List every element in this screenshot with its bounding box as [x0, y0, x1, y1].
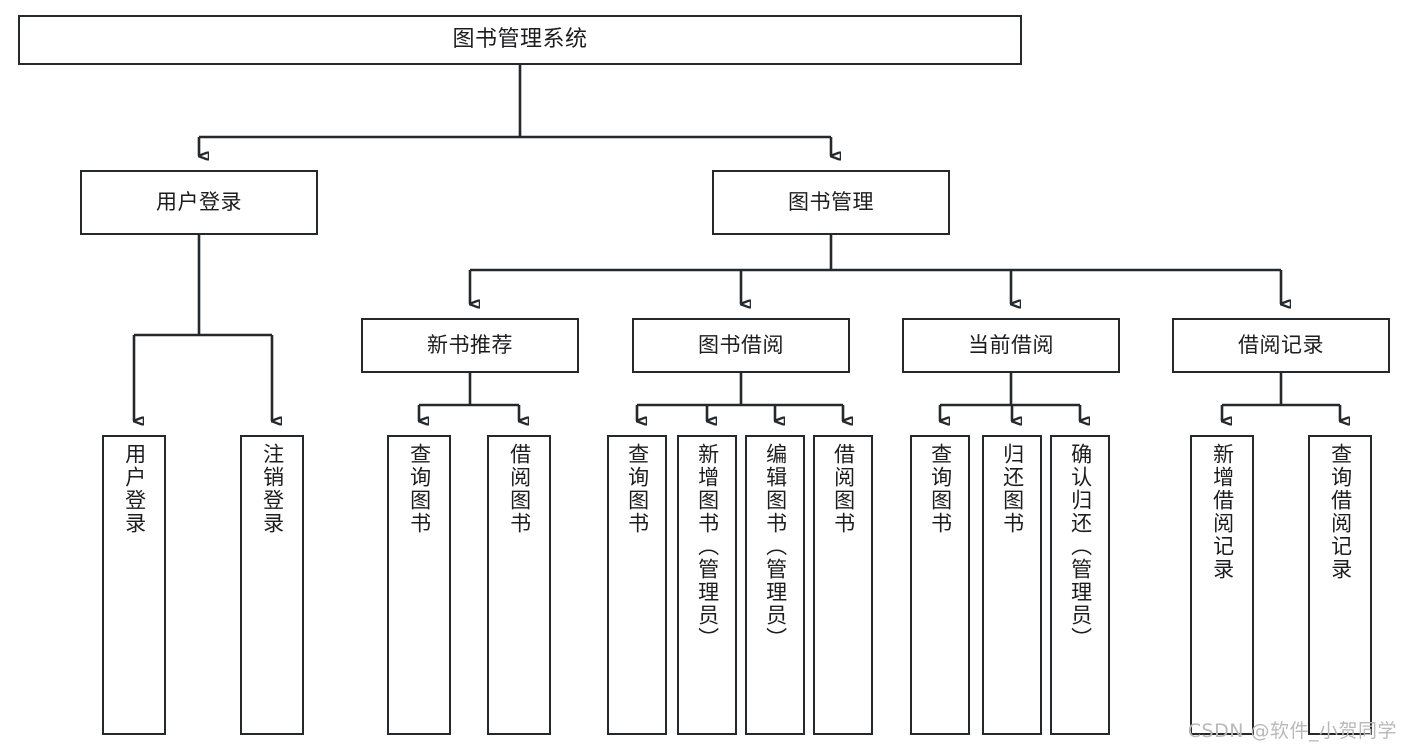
leaf-borrow-book-new-recommendation[interactable]: 借阅图书 [487, 435, 551, 735]
node-label: 新书推荐 [427, 332, 513, 357]
node-label: 当前借阅 [968, 332, 1054, 357]
leaf-return-book[interactable]: 归还图书 [982, 435, 1042, 735]
leaf-add-borrowing-record[interactable]: 新增借阅记录 [1190, 435, 1254, 735]
node-label: 图书管理系统 [452, 26, 588, 52]
leaf-user-logout[interactable]: 注销登录 [240, 435, 304, 735]
leaf-user-login[interactable]: 用户登录 [102, 435, 166, 735]
node-label: 用户登录 [156, 189, 242, 214]
node-label: 编辑图书（管理员） [763, 443, 788, 650]
node-label: 查询图书 [407, 443, 432, 535]
node-new-book-recommendation[interactable]: 新书推荐 [361, 318, 579, 373]
node-label: 确认归还（管理员） [1068, 443, 1093, 650]
node-root-book-management-system[interactable]: 图书管理系统 [18, 15, 1022, 65]
node-label: 查询图书 [928, 443, 953, 535]
node-label: 查询借阅记录 [1328, 443, 1353, 581]
node-label: 新增图书（管理员） [695, 443, 720, 650]
node-borrowing-record[interactable]: 借阅记录 [1172, 318, 1390, 373]
leaf-query-book-new-recommendation[interactable]: 查询图书 [387, 435, 451, 735]
node-user-login[interactable]: 用户登录 [80, 170, 318, 235]
leaf-borrow-book-borrowing[interactable]: 借阅图书 [813, 435, 873, 735]
leaf-query-borrowing-record[interactable]: 查询借阅记录 [1308, 435, 1372, 735]
node-label: 用户登录 [122, 443, 147, 535]
node-label: 归还图书 [1000, 443, 1025, 535]
node-label: 图书管理 [788, 189, 874, 214]
node-label: 借阅记录 [1238, 332, 1324, 357]
leaf-query-book-borrowing[interactable]: 查询图书 [607, 435, 667, 735]
node-label: 借阅图书 [831, 443, 856, 535]
node-label: 注销登录 [260, 443, 285, 535]
node-label: 查询图书 [625, 443, 650, 535]
node-label: 图书借阅 [698, 332, 784, 357]
node-label: 借阅图书 [507, 443, 532, 535]
csdn-watermark: CSDN @软件_小贺同学 [1187, 720, 1397, 742]
leaf-add-book-admin[interactable]: 新增图书（管理员） [677, 435, 737, 735]
node-book-borrowing[interactable]: 图书借阅 [632, 318, 850, 373]
node-label: 新增借阅记录 [1210, 443, 1235, 581]
node-book-management[interactable]: 图书管理 [712, 170, 950, 235]
node-current-borrowing[interactable]: 当前借阅 [902, 318, 1120, 373]
leaf-edit-book-admin[interactable]: 编辑图书（管理员） [745, 435, 805, 735]
leaf-query-book-current[interactable]: 查询图书 [910, 435, 970, 735]
leaf-confirm-return-admin[interactable]: 确认归还（管理员） [1050, 435, 1110, 735]
